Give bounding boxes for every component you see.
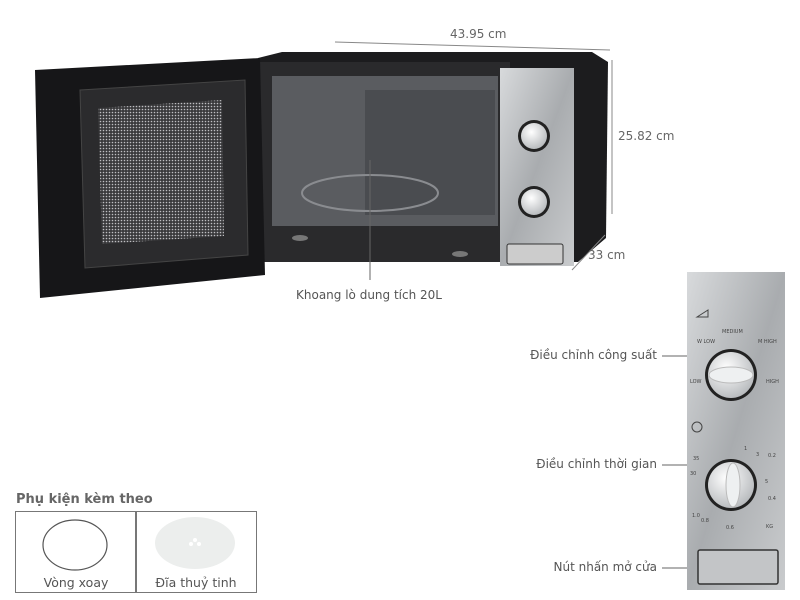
width-dimension: 43.95 cm: [450, 27, 507, 41]
svg-text:HIGH: HIGH: [766, 379, 779, 385]
timer-callout: Điều chỉnh thời gian: [536, 457, 657, 471]
svg-text:M HIGH: M HIGH: [758, 339, 777, 345]
svg-text:0.8: 0.8: [701, 518, 709, 524]
svg-text:0.6: 0.6: [726, 525, 734, 531]
accessories-title: Phụ kiện kèm theo: [16, 492, 153, 507]
svg-text:35: 35: [693, 456, 699, 462]
accessory-label: Vòng xoay: [43, 575, 109, 590]
control-panel: [500, 68, 574, 266]
svg-text:KG: KG: [766, 524, 773, 530]
door-open-button: [697, 549, 779, 585]
door-button-callout: Nút nhấn mở cửa: [553, 560, 658, 574]
accessory-item: Vòng xoay: [15, 511, 137, 593]
depth-dimension-line: [571, 234, 606, 271]
accessory-item: Đĩa thuỷ tinh: [135, 511, 257, 593]
power-callout: Điều chỉnh công suất: [530, 348, 657, 362]
power-label: W LOW: [697, 339, 715, 345]
depth-dimension: 33 cm: [588, 248, 626, 262]
svg-text:5: 5: [765, 479, 768, 485]
svg-text:3: 3: [756, 452, 759, 458]
microwave-body: [258, 52, 608, 266]
open-door: [35, 58, 265, 298]
accessory-label: Đĩa thuỷ tinh: [155, 575, 237, 590]
svg-text:LOW: LOW: [690, 379, 702, 385]
glass-plate-icon: [155, 517, 235, 569]
svg-text:1.0: 1.0: [692, 513, 700, 519]
svg-text:0.4: 0.4: [768, 496, 776, 502]
height-dimension: 25.82 cm: [618, 129, 675, 143]
svg-text:0.2: 0.2: [768, 453, 776, 459]
cavity-callout: Khoang lò dung tích 20L: [296, 288, 442, 302]
svg-text:MEDIUM: MEDIUM: [722, 329, 743, 335]
control-panel-closeup: W LOW MEDIUM M HIGH LOW HIGH 1 3 0.2 5 0…: [687, 272, 785, 590]
turntable-ring-icon: [42, 519, 108, 571]
svg-text:30: 30: [690, 471, 696, 477]
svg-text:1: 1: [744, 446, 747, 452]
width-dimension-line: [334, 41, 611, 51]
